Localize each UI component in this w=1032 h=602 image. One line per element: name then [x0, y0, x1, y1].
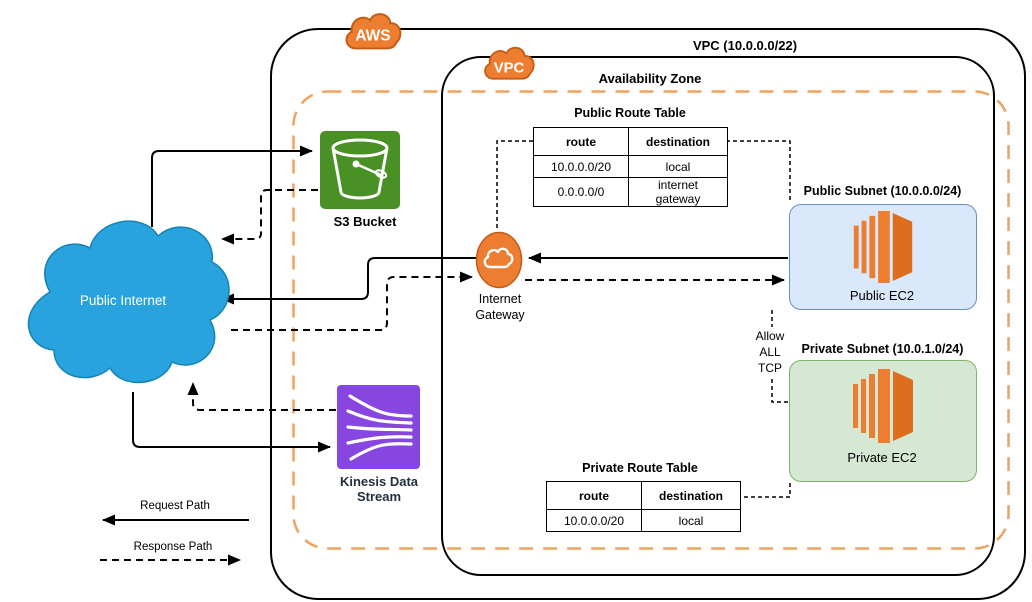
- public-internet-cloud: [27, 220, 230, 384]
- internet-gateway-icon: [475, 231, 523, 289]
- public-rt-cell-route-2: 0.0.0.0/0: [533, 177, 629, 207]
- kinesis-data-stream-label: Kinesis Data Stream: [318, 474, 440, 505]
- link-allow-tcp-bottom: [771, 379, 788, 403]
- table-row: 10.0.0.0/20 local: [533, 155, 728, 178]
- public-rt-cell-route-1: 10.0.0.0/20: [533, 155, 629, 178]
- allow-tcp-line3: TCP: [758, 361, 782, 375]
- private-rt-header-route: route: [546, 481, 642, 510]
- aws-badge-label: AWS: [355, 28, 390, 45]
- response-kinesis-to-internet: [187, 382, 336, 411]
- private-ec2-label: Private EC2: [847, 450, 917, 465]
- public-rt-header-destination: destination: [628, 127, 728, 156]
- vpc-boundary: [441, 56, 995, 576]
- aws-badge-cloud-icon: [345, 13, 402, 50]
- allow-all-tcp-annotation: Allow ALL TCP: [746, 328, 794, 376]
- kinesis-label-line2: Stream: [356, 488, 402, 504]
- private-route-table-title: Private Route Table: [582, 461, 698, 475]
- public-ec2-icon: [853, 211, 913, 283]
- internet-gateway-label: Internet Gateway: [458, 292, 542, 323]
- private-subnet-title: Private Subnet (10.0.1.0/24): [801, 342, 964, 356]
- public-subnet-title: Public Subnet (10.0.0.0/24): [803, 184, 962, 198]
- vpc-title: VPC (10.0.0.0/22): [692, 38, 798, 53]
- link-public-route-table-to-public-subnet: [726, 140, 791, 202]
- s3-bucket-label: S3 Bucket: [333, 214, 397, 229]
- vpc-badge-cloud-icon: [484, 46, 535, 80]
- internet-gateway-label-line2: Gateway: [475, 307, 525, 322]
- public-rt-cell-dest-1: local: [628, 155, 728, 178]
- internet-gateway-label-line1: Internet: [478, 292, 522, 306]
- legend-response-label: Response Path: [133, 541, 213, 553]
- response-s3-to-internet: [221, 189, 318, 245]
- public-internet-label: Public Internet: [79, 293, 167, 308]
- private-ec2-icon: [853, 369, 913, 443]
- link-private-route-table-to-private-subnet: [737, 481, 791, 498]
- allow-tcp-line2: ALL: [759, 345, 781, 359]
- table-row: 10.0.0.0/20 local: [546, 509, 741, 532]
- legend-request-label: Request Path: [140, 500, 210, 512]
- request-internet-to-s3: [151, 145, 313, 227]
- availability-zone-title: Availability Zone: [598, 71, 702, 86]
- allow-tcp-line1: Allow: [755, 329, 785, 343]
- public-rt-header-route: route: [533, 127, 629, 156]
- table-row: 0.0.0.0/0 internet gateway: [533, 177, 728, 207]
- vpc-badge: VPC: [484, 46, 535, 80]
- request-internet-to-kinesis: [132, 392, 331, 453]
- response-internet-to-igw: [231, 271, 473, 331]
- availability-zone-boundary: [292, 90, 1010, 550]
- s3-bucket-icon: [320, 131, 400, 209]
- private-rt-cell-route-1: 10.0.0.0/20: [546, 509, 642, 532]
- kinesis-data-stream-icon: [337, 385, 420, 469]
- kinesis-label-line1: Kinesis Data: [339, 474, 419, 489]
- public-route-table: route destination 10.0.0.0/20 local 0.0.…: [533, 127, 728, 207]
- link-public-route-table-to-igw: [496, 140, 533, 230]
- private-rt-header-destination: destination: [641, 481, 741, 510]
- public-rt-cell-dest-2: internet gateway: [628, 177, 728, 207]
- public-ec2-label: Public EC2: [849, 288, 915, 303]
- private-route-table: route destination 10.0.0.0/20 local: [546, 481, 741, 532]
- request-igw-to-internet: [221, 257, 476, 305]
- private-rt-cell-dest-1: local: [641, 509, 741, 532]
- vpc-badge-label: VPC: [494, 61, 525, 77]
- public-route-table-title: Public Route Table: [574, 106, 686, 120]
- aws-cloud-boundary: [270, 28, 1026, 600]
- aws-badge: AWS: [345, 13, 402, 50]
